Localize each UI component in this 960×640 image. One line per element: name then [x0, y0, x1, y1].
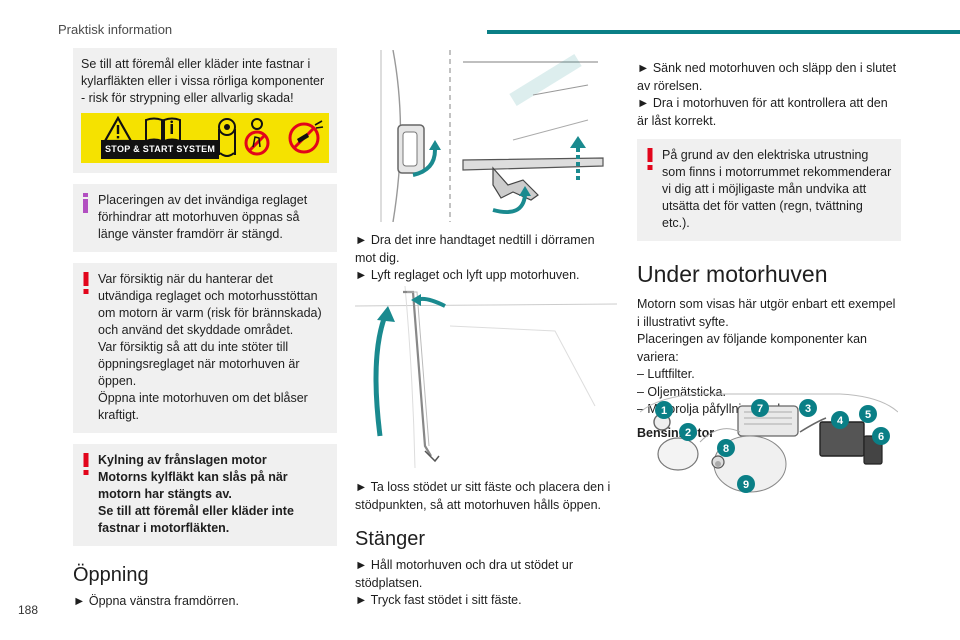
svg-text:4: 4 — [837, 415, 844, 427]
fan-belt-icon — [218, 118, 236, 157]
right-column: ► Sänk ned motorhuven och släpp den i sl… — [637, 60, 901, 440]
warn1-paragraph-2: Var försiktig så att du inte stöter till… — [98, 340, 300, 388]
callout-4: 4 — [831, 411, 849, 429]
under-hood-heading: Under motorhuven — [637, 261, 828, 287]
info-icon — [82, 193, 90, 216]
fan-warning-text: Se till att föremål eller kläder inte fa… — [81, 57, 325, 105]
component-item-1: – Luftfilter. — [637, 367, 695, 381]
svg-text:2: 2 — [685, 427, 691, 439]
warning-box-electrical: På grund av den elektriska utrustning so… — [637, 139, 901, 241]
no-hands-icon — [244, 118, 270, 156]
right-warn-line-1: På grund av den elektriska utrustning — [662, 148, 869, 162]
warn2-rest: motorn har stängts av. — [98, 487, 232, 501]
closing-heading: Stänger — [355, 528, 426, 550]
opening-step: ► Öppna vänstra framdörren. — [73, 594, 239, 608]
warn1-line-1: Var försiktig när du hanterar det — [98, 272, 273, 286]
warning-exclamation-icon — [646, 148, 654, 173]
hood-release-illustration — [380, 50, 604, 222]
opening-section: Öppning ► Öppna vänstra framdörren. — [73, 564, 337, 611]
hood-prop-illustration — [355, 286, 617, 468]
under-hood-intro-2: Placeringen av följande komponenter kan … — [637, 332, 868, 364]
callout-1: 1 — [655, 401, 673, 419]
callout-3: 3 — [799, 399, 817, 417]
engine-bay-illustration: 1 2 3 4 5 6 7 8 9 — [640, 393, 898, 493]
no-spray-icon — [288, 120, 324, 154]
warn2-title: Kylning av frånslagen motor — [98, 453, 267, 467]
warning-box-cooling-fan: Kylning av frånslagen motor Motorns kylf… — [73, 444, 337, 546]
right-warn-line-2: som finns i motorrummet rekommenderar — [662, 165, 892, 179]
stop-start-system-label: STOP & START SYSTEM — [101, 140, 220, 159]
right-warn-rest: vi dig att i möjligaste mån undvika att … — [662, 182, 867, 230]
svg-text:5: 5 — [865, 409, 871, 421]
info-line-3: länge vänster framdörr är stängd. — [98, 227, 283, 241]
middle-column: ► Dra det inre handtaget nedtill i dörra… — [355, 232, 617, 285]
info-box: Placeringen av det invändiga reglaget fö… — [73, 184, 337, 252]
callout-9: 9 — [737, 475, 755, 493]
middle-column-lower: ► Ta loss stödet ur sitt fäste och place… — [355, 479, 617, 610]
callout-5: 5 — [859, 405, 877, 423]
mid-step-2: ► Lyft reglaget och lyft upp motorhuven. — [355, 268, 580, 282]
callout-8: 8 — [717, 439, 735, 457]
warning-panel-box: Se till att föremål eller kläder inte fa… — [73, 48, 337, 173]
warning-exclamation-icon — [82, 272, 90, 297]
opening-heading: Öppning — [73, 564, 149, 586]
warning-exclamation-icon — [82, 453, 90, 478]
page-number: 188 — [18, 603, 39, 617]
closing-step-1: ► Håll motorhuven och dra ut stödet ur s… — [355, 558, 574, 590]
svg-text:6: 6 — [878, 431, 884, 443]
warn1-line-2: utvändiga reglaget och motorhusstöttan — [98, 289, 318, 303]
under-hood-intro: Motorn som visas här utgör enbart ett ex… — [637, 297, 896, 329]
callout-6: 6 — [872, 427, 890, 445]
warn1-rest: om motorn är varm (risk för brännskada) … — [98, 306, 322, 337]
svg-text:9: 9 — [743, 479, 749, 491]
header-accent-bar — [487, 30, 960, 34]
closing-section: Stänger ► Håll motorhuven och dra ut stö… — [355, 528, 617, 610]
svg-text:1: 1 — [661, 405, 667, 417]
warn1-paragraph-3: Öppna inte motorhuven om det blåser kraf… — [98, 391, 308, 422]
under-hood-section: Under motorhuven Motorn som visas här ut… — [637, 261, 901, 440]
callout-2: 2 — [679, 423, 697, 441]
mid-step-1: ► Dra det inre handtaget nedtill i dörra… — [355, 233, 595, 265]
header-title: Praktisk information — [58, 22, 173, 37]
warn2-line-2: Motorns kylfläkt kan slås på när — [98, 470, 288, 484]
info-line-1: Placeringen av det invändiga reglaget — [98, 193, 308, 207]
closing-step-2: ► Tryck fast stödet i sitt fäste. — [355, 593, 522, 607]
callout-7: 7 — [751, 399, 769, 417]
mid-step-3: ► Ta loss stödet ur sitt fäste och place… — [355, 480, 611, 512]
warn2-paragraph-2: Se till att föremål eller kläder inte fa… — [98, 504, 294, 535]
right-step-1: ► Sänk ned motorhuven och släpp den i sl… — [637, 61, 897, 93]
component-item-2: – Oljemätsticka. — [637, 384, 726, 399]
right-step-2: ► Dra i motorhuven för att kontrollera a… — [637, 96, 888, 128]
left-column: Se till att föremål eller kläder inte fa… — [73, 48, 337, 611]
info-line-2: förhindrar att motorhuven öppnas så — [98, 210, 300, 224]
svg-text:7: 7 — [757, 403, 763, 415]
svg-text:3: 3 — [805, 403, 811, 415]
warning-label-panel: STOP & START SYSTEM — [81, 113, 329, 163]
warning-box-hot-engine: Var försiktig när du hanterar det utvänd… — [73, 263, 337, 433]
svg-text:8: 8 — [723, 443, 729, 455]
